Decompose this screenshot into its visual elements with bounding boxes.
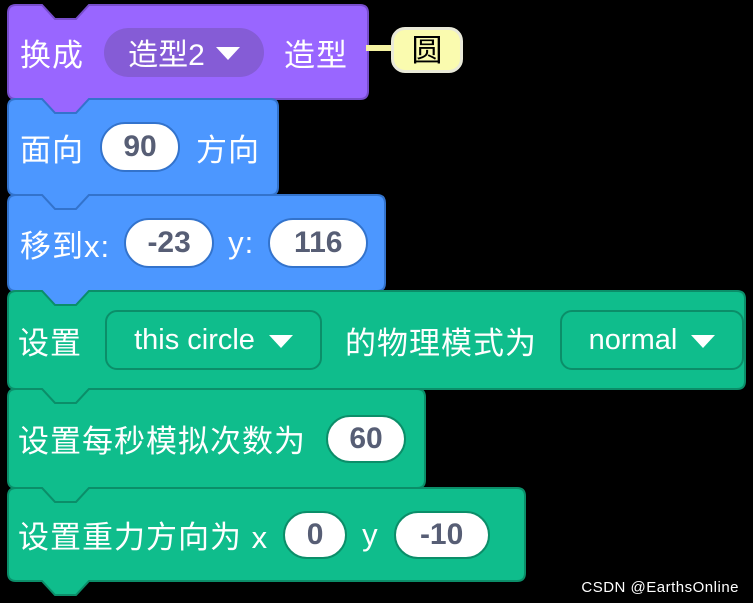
label-point-direction-suffix: 方向 [196,132,260,168]
label-switch-costume-suffix: 造型 [284,37,348,73]
comment-text: 圆 [411,32,443,68]
dropdown-physics-target-value: this circle [134,323,255,356]
input-gravity-x-value: 0 [306,517,324,551]
block-set-physics-mode[interactable]: 设置 this circle 的物理模式为 normal [7,290,746,404]
input-gravity-y-value: -10 [419,517,464,551]
label-goto-y: y: [228,225,255,260]
label-set-physics-prefix: 设置 [18,325,82,361]
label-goto-x: 移到x: [20,228,111,264]
watermark: CSDN @EarthsOnline [581,579,739,596]
comment-connector [366,45,394,51]
input-x-value: -23 [147,226,191,259]
dropdown-costume[interactable]: 造型2 [104,27,264,77]
input-direction[interactable]: 90 [100,122,180,172]
label-point-direction-prefix: 面向 [20,132,84,168]
dropdown-arrow-icon [691,335,716,348]
comment-bubble[interactable]: 圆 [391,27,463,73]
label-gravity-y: y [362,516,379,552]
label-switch-costume-prefix: 换成 [20,37,84,73]
input-y[interactable]: 116 [268,218,369,268]
input-y-value: 116 [294,226,343,259]
dropdown-arrow-icon [268,335,293,348]
label-set-physics-mid: 的物理模式为 [345,325,537,361]
block-switch-costume[interactable]: 换成 造型2 造型 [7,4,369,114]
block-point-direction[interactable]: 面向 90 方向 [7,98,279,210]
dropdown-physics-target[interactable]: this circle [105,310,322,370]
dropdown-costume-value: 造型2 [128,39,205,72]
dropdown-physics-mode[interactable]: normal [560,310,744,370]
label-set-gravity: 设置重力方向为 x [18,520,269,555]
input-gravity-x[interactable]: 0 [283,510,348,559]
input-x[interactable]: -23 [124,218,215,268]
dropdown-physics-mode-value: normal [588,323,678,356]
block-goto-xy[interactable]: 移到x: -23 y: 116 [7,194,386,306]
input-sim-rate-value: 60 [349,421,383,455]
input-sim-rate[interactable]: 60 [326,414,406,463]
block-set-sim-rate[interactable]: 设置每秒模拟次数为 60 [7,388,426,503]
input-direction-value: 90 [123,130,157,163]
input-gravity-y[interactable]: -10 [393,510,490,559]
block-set-gravity[interactable]: 设置重力方向为 x 0 y -10 [7,487,526,596]
label-set-sim-rate: 设置每秒模拟次数为 [18,424,306,459]
dropdown-arrow-icon [215,47,240,60]
